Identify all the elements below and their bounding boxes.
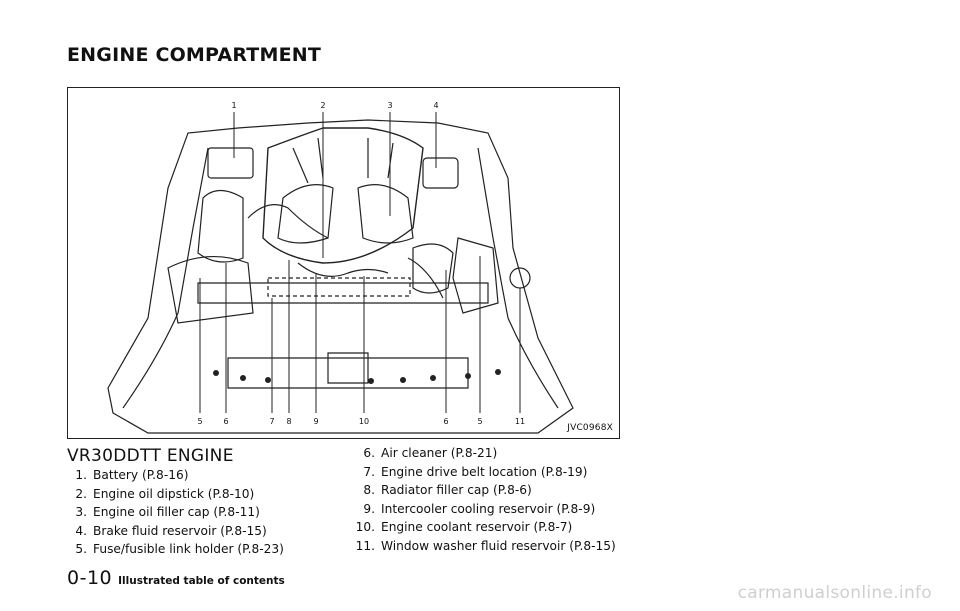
callout-5-right: 5 <box>477 417 482 426</box>
page-number: 0-10 <box>67 567 113 589</box>
page-footer: 0-10 Illustrated table of contents <box>67 567 285 589</box>
callout-5-left: 5 <box>197 417 202 426</box>
section-title: VR30DDTT ENGINE <box>67 446 234 466</box>
callout-6-right: 6 <box>443 417 448 426</box>
battery <box>207 147 254 179</box>
page-heading: ENGINE COMPARTMENT <box>67 44 322 66</box>
list-item: 11.Window washer fluid reservoir (P.8-15… <box>355 538 616 553</box>
watermark[interactable]: carmanualsonline.info <box>737 583 932 603</box>
callout-7: 7 <box>269 417 274 426</box>
list-item: 7.Engine drive belt location (P.8-19) <box>363 464 588 479</box>
callout-6-left: 6 <box>223 417 228 426</box>
page-label: Illustrated table of contents <box>118 575 285 587</box>
callout-4: 4 <box>433 101 438 110</box>
list-item: 10.Engine coolant reservoir (P.8-7) <box>355 520 573 535</box>
callout-11: 11 <box>515 417 525 426</box>
belt-region <box>267 277 411 297</box>
hood-outline <box>107 119 574 434</box>
callout-2: 2 <box>320 101 325 110</box>
list-item: 2.Engine oil dipstick (P.8-10) <box>75 486 255 501</box>
callout-10: 10 <box>359 417 369 426</box>
list-item: 9.Intercooler cooling reservoir (P.8-9) <box>363 501 596 516</box>
component-list-left: 1.Battery (P.8-16) 2.Engine oil dipstick… <box>67 466 284 559</box>
list-item: 4.Brake fluid reservoir (P.8-15) <box>75 523 267 538</box>
component-list-right: 6.Air cleaner (P.8-21) 7.Engine drive be… <box>354 444 616 556</box>
callout-9: 9 <box>313 417 318 426</box>
engine-cover <box>262 127 424 264</box>
engine-illustration: 1 2 3 4 5 6 7 8 9 10 6 5 11 <box>107 101 574 434</box>
callout-8: 8 <box>286 417 291 426</box>
engine-compartment-figure: 1 2 3 4 5 6 7 8 9 10 6 5 11 JVC0968X <box>67 87 620 439</box>
list-item: 6.Air cleaner (P.8-21) <box>363 446 498 460</box>
figure-code: JVC0968X <box>567 423 613 433</box>
brake-reservoir <box>422 157 459 189</box>
list-item: 3.Engine oil filler cap (P.8-11) <box>75 505 260 520</box>
list-item: 8.Radiator filler cap (P.8-6) <box>363 483 532 498</box>
callout-1: 1 <box>231 101 236 110</box>
callout-3: 3 <box>387 101 392 110</box>
list-item: 5.Fuse/fusible link holder (P.8-23) <box>75 542 284 557</box>
list-item: 1.Battery (P.8-16) <box>75 468 189 482</box>
